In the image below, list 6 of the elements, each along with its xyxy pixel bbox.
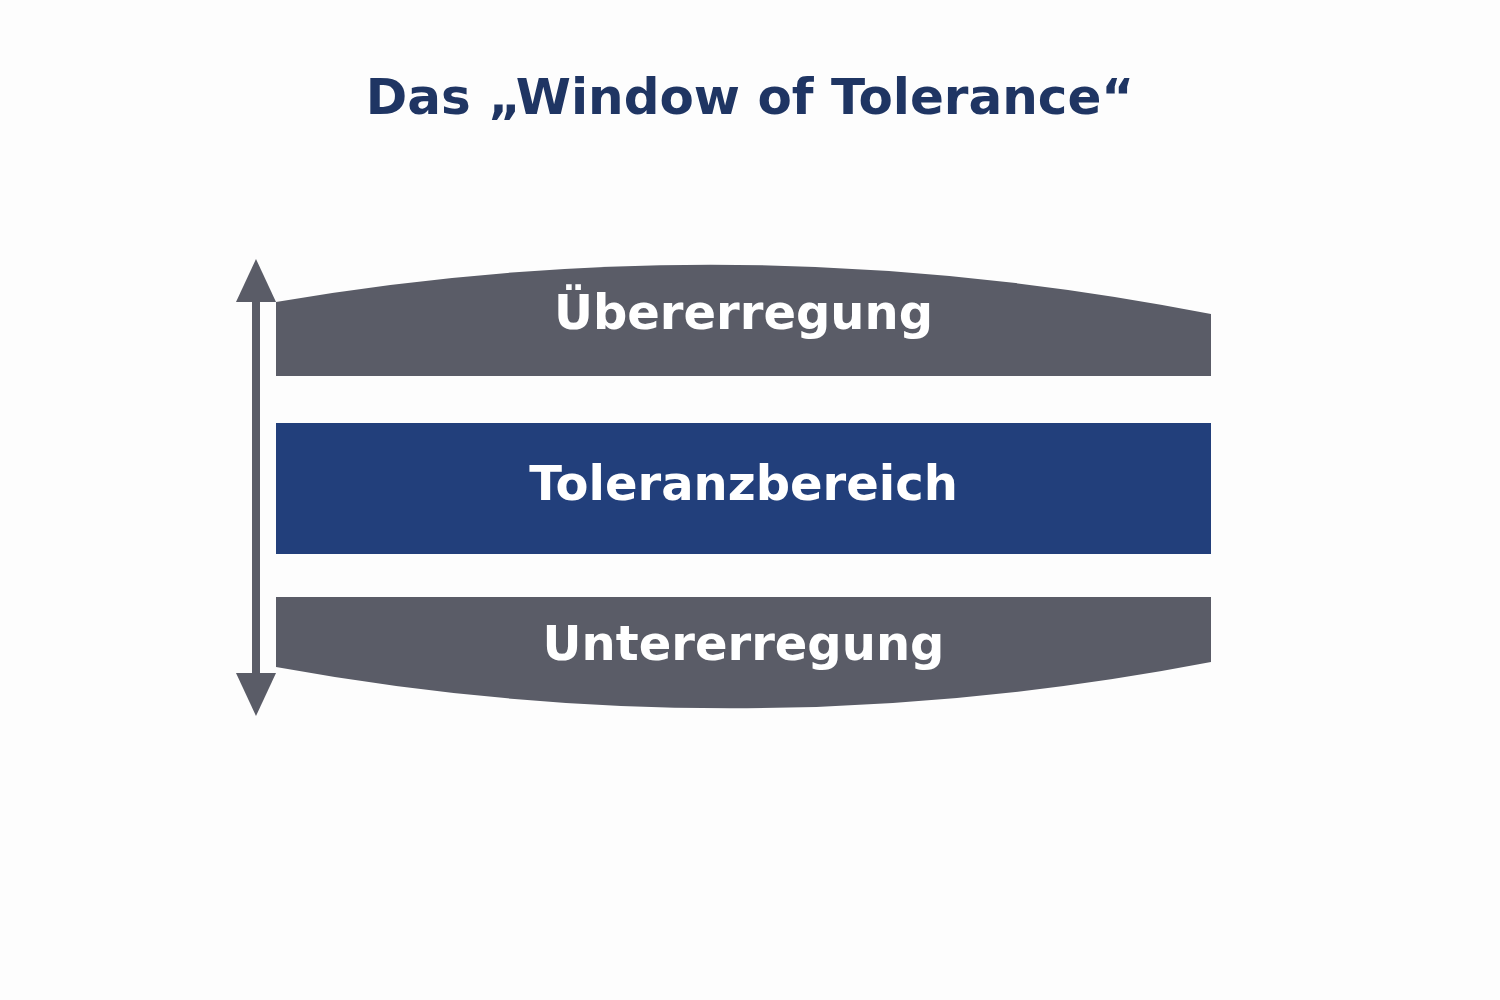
band	[276, 423, 1211, 554]
band-label: Untererregung	[541, 615, 946, 671]
title: Das „Window of Tolerance“	[364, 68, 1136, 126]
band-label: Toleranzbereich	[528, 455, 959, 511]
curved-band	[276, 262, 1211, 376]
band-label: Übererregung	[552, 284, 935, 340]
